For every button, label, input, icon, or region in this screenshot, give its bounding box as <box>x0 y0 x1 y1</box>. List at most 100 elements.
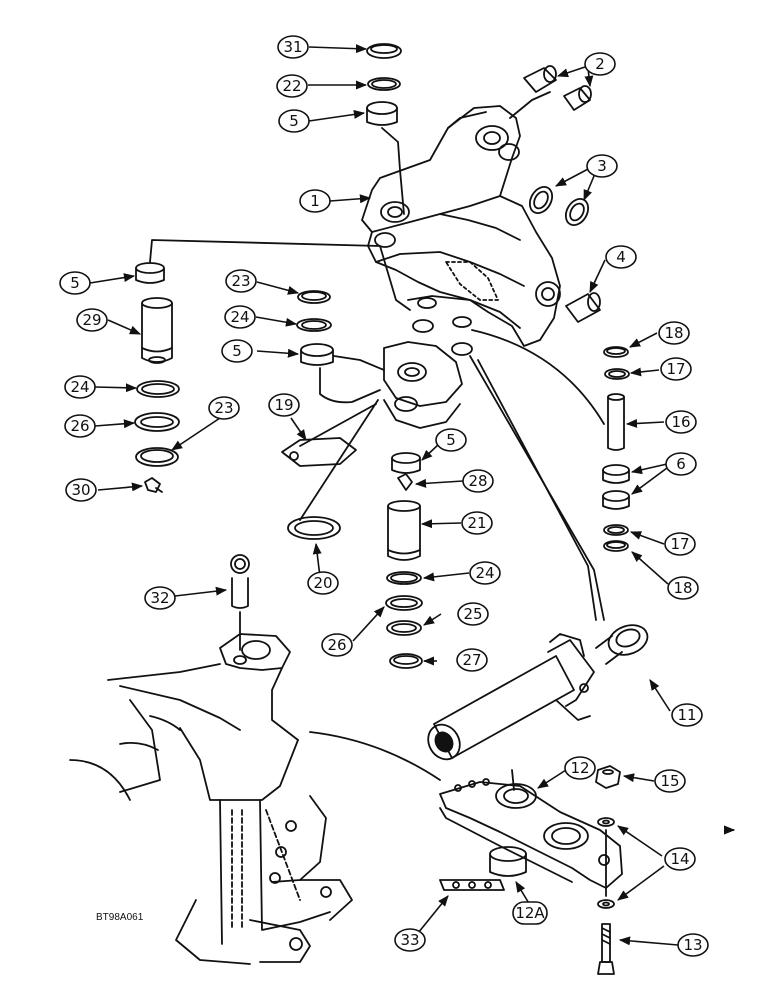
bushing-6 <box>602 464 630 510</box>
callout-bubble <box>278 109 310 133</box>
callout-bubble <box>307 571 339 595</box>
callout-number: 12 <box>570 759 589 777</box>
callout-2: 2 <box>584 52 616 76</box>
snap-ring-23-center <box>297 290 331 304</box>
callout-number: 23 <box>231 272 250 290</box>
nut-15 <box>595 765 621 789</box>
callout-number: 2 <box>595 55 605 73</box>
callout-bubble <box>584 52 616 76</box>
callout-bubble <box>469 561 501 585</box>
callout-bubble <box>665 452 697 476</box>
shim-24-lower <box>386 571 422 585</box>
callout-bubble <box>64 414 96 438</box>
callout-12: 12 <box>564 756 596 780</box>
callout-bubble <box>64 375 96 399</box>
thrust-washer-20 <box>287 516 341 540</box>
callout-26b: 26 <box>321 633 353 657</box>
bushing-5-top <box>366 101 398 126</box>
pin-29 <box>141 297 173 364</box>
callout-number: 24 <box>70 378 89 396</box>
leader-arrows-lower <box>413 769 679 946</box>
callout-number: 28 <box>468 472 487 490</box>
callout-33: 33 <box>394 928 426 952</box>
callout-29: 29 <box>76 308 108 332</box>
callout-number: 4 <box>616 248 626 266</box>
callout-1: 1 <box>299 189 331 213</box>
callout-bubble <box>224 305 256 329</box>
callout-19: 19 <box>268 393 300 417</box>
callout-number: 15 <box>660 772 679 790</box>
callout-bubble <box>605 245 637 269</box>
callout-5c: 5 <box>221 339 253 363</box>
callout-number: 31 <box>283 38 302 56</box>
callout-bubble <box>65 478 97 502</box>
callout-number: 14 <box>670 850 689 868</box>
shim-17-top <box>604 368 630 380</box>
callout-bubble <box>277 35 309 59</box>
callout-number: 26 <box>327 636 346 654</box>
callout-number: 26 <box>70 417 89 435</box>
plate-33 <box>439 879 505 891</box>
callout-28: 28 <box>462 469 494 493</box>
callout-number: 5 <box>232 342 242 360</box>
shim-24-center <box>296 318 332 332</box>
install-path-link <box>309 731 441 781</box>
callout-4: 4 <box>605 245 637 269</box>
leader-arrows <box>89 44 736 835</box>
callout-bubble <box>268 393 300 417</box>
callout-bubble <box>59 271 91 295</box>
callout-21: 21 <box>461 511 493 535</box>
callout-26a: 26 <box>64 414 96 438</box>
pin-32 <box>230 554 250 609</box>
callout-bubble <box>144 586 176 610</box>
shim-24-left <box>136 380 180 398</box>
callout-31: 31 <box>277 35 309 59</box>
callout-number: 11 <box>677 706 696 724</box>
seal-25 <box>386 620 422 636</box>
callout-bubble <box>276 74 308 98</box>
pin-21 <box>387 500 421 561</box>
install-path-2 <box>509 91 551 119</box>
callout-5a: 5 <box>278 109 310 133</box>
install-path-center <box>333 355 385 371</box>
callout-number: 23 <box>214 399 233 417</box>
callout-number: 29 <box>82 311 101 329</box>
callout-number: 25 <box>463 605 482 623</box>
callout-bubble <box>435 428 467 452</box>
callout-number: 33 <box>400 931 419 949</box>
callout-bubble <box>677 933 709 957</box>
callout-16: 16 <box>665 410 697 434</box>
callout-22: 22 <box>276 74 308 98</box>
install-path-cylinder-2 <box>477 359 597 621</box>
callout-number: 18 <box>664 324 683 342</box>
callout-12A: 12A <box>512 901 548 925</box>
bushing-4 <box>565 292 601 323</box>
seal-26-left <box>134 412 180 432</box>
callout-number: 5 <box>70 274 80 292</box>
callout-11: 11 <box>671 703 703 727</box>
callout-number: 21 <box>467 514 486 532</box>
callout-3: 3 <box>586 154 618 178</box>
bushing-5-lower <box>391 452 421 474</box>
callout-number: 3 <box>597 157 607 175</box>
callout-number: 22 <box>282 77 301 95</box>
callout-23b: 23 <box>208 396 240 420</box>
callout-bubble <box>299 189 331 213</box>
callout-number: 16 <box>671 413 690 431</box>
snap-ring-23-left <box>135 447 179 467</box>
bushing-12A <box>489 846 527 877</box>
callout-24b: 24 <box>64 375 96 399</box>
callout-bubble <box>461 511 493 535</box>
callout-30: 30 <box>65 478 97 502</box>
callout-number: 6 <box>676 455 686 473</box>
grease-fitting-28 <box>397 473 413 491</box>
callout-bubble <box>457 602 489 626</box>
callout-bubble <box>221 339 253 363</box>
install-path-12 <box>511 769 515 791</box>
mainframe-mount <box>69 633 353 965</box>
shim-17-bottom <box>603 524 629 536</box>
swing-link-12 <box>439 778 623 889</box>
